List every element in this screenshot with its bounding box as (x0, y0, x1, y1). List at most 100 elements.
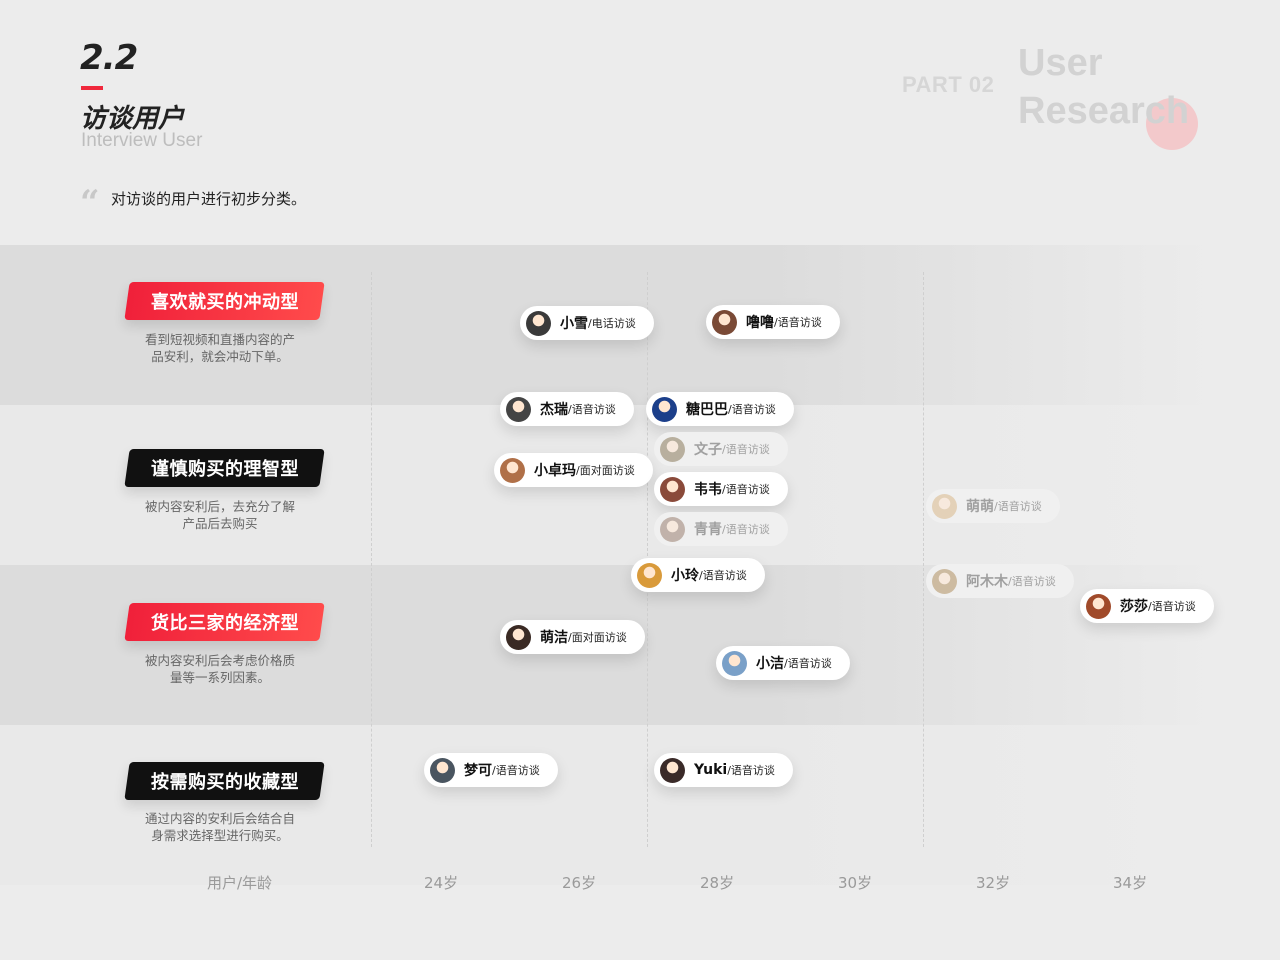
avatar (500, 457, 525, 483)
user-pill-xiaoling[interactable]: 小玲/语音访谈 (631, 558, 765, 592)
interview-mode: /电话访谈 (588, 317, 636, 330)
user-name: 小卓玛 (534, 463, 576, 479)
axis-tick: 32岁 (976, 874, 1011, 892)
avatar (430, 757, 455, 783)
user-name: 青青 (694, 522, 722, 538)
user-name: 萌萌 (966, 499, 994, 515)
interview-mode: /语音访谈 (722, 443, 770, 456)
desc-line: 被内容安利后，去充分了解 (144, 499, 295, 514)
avatar (660, 757, 685, 783)
desc-line: 品安利，就会冲动下单。 (151, 349, 289, 364)
user-name: 杰瑞 (540, 402, 568, 418)
interview-mode: /语音访谈 (994, 500, 1042, 513)
decorative-circle (1146, 98, 1198, 150)
avatar (526, 310, 551, 336)
category-desc-rational: 被内容安利后，去充分了解 产品后去购买 (130, 498, 310, 532)
interview-mode: /语音访谈 (1008, 575, 1056, 588)
avatar (660, 436, 685, 462)
accent-bar (81, 86, 103, 90)
user-pill-qingqing[interactable]: 青青/语音访谈 (654, 512, 788, 546)
desc-line: 身需求选择型进行购买。 (151, 828, 289, 843)
user-pill-xiaojie[interactable]: 小洁/语音访谈 (716, 646, 850, 680)
user-pill-mengjie[interactable]: 萌洁/面对面访谈 (500, 620, 645, 654)
avatar (506, 624, 531, 650)
user-name: 小洁 (756, 656, 784, 672)
avatar (660, 476, 685, 502)
interview-mode: /语音访谈 (728, 403, 776, 416)
avatar (506, 396, 531, 422)
category-tag-collector: 按需购买的收藏型 (124, 762, 325, 800)
axis-tick: 28岁 (700, 874, 735, 892)
interview-mode: /面对面访谈 (568, 631, 627, 644)
user-name: 韦韦 (694, 482, 722, 498)
desc-line: 通过内容的安利后会结合自 (144, 811, 295, 826)
page-title: 访谈用户 (80, 104, 185, 134)
user-pill-yuki[interactable]: Yuki/语音访谈 (654, 753, 793, 787)
interview-mode: /语音访谈 (774, 316, 822, 329)
axis-tick: 24岁 (424, 874, 459, 892)
user-name: 阿木木 (966, 574, 1008, 590)
research-title-line2: Research (1018, 90, 1190, 132)
desc-line: 量等一系列因素。 (169, 670, 270, 685)
avatar (712, 309, 737, 335)
avatar (660, 516, 685, 542)
user-pill-mengke[interactable]: 梦可/语音访谈 (424, 753, 558, 787)
interview-mode: /语音访谈 (1148, 600, 1196, 613)
quote-icon: “ (80, 183, 100, 223)
interview-mode: /语音访谈 (699, 569, 747, 582)
category-tag-rational: 谨慎购买的理智型 (124, 449, 325, 487)
section-number: 2.2 (80, 38, 138, 78)
user-pill-weiwei[interactable]: 韦韦/语音访谈 (654, 472, 788, 506)
user-pill-lulu[interactable]: 噜噜/语音访谈 (706, 305, 840, 339)
desc-line: 看到短视频和直播内容的产 (144, 332, 295, 347)
page-subtitle: Interview User (81, 130, 203, 151)
interview-mode: /语音访谈 (784, 657, 832, 670)
user-pill-amumu[interactable]: 阿木木/语音访谈 (926, 564, 1074, 598)
category-desc-collector: 通过内容的安利后会结合自 身需求选择型进行购买。 (130, 810, 310, 844)
interview-mode: /语音访谈 (727, 764, 775, 777)
user-name: 梦可 (464, 763, 492, 779)
interview-mode: /语音访谈 (492, 764, 540, 777)
user-pill-xiaozhuoma[interactable]: 小卓玛/面对面访谈 (494, 453, 653, 487)
category-desc-economic: 被内容安利后会考虑价格质 量等一系列因素。 (130, 652, 310, 686)
part-label: PART 02 (902, 72, 995, 97)
user-name: 小玲 (671, 568, 699, 584)
category-tag-impulse: 喜欢就买的冲动型 (124, 282, 325, 320)
interview-mode: /语音访谈 (568, 403, 616, 416)
category-label: 按需购买的收藏型 (150, 772, 299, 793)
desc-line: 被内容安利后会考虑价格质 (144, 653, 295, 668)
avatar (722, 650, 747, 676)
avatar (652, 396, 677, 422)
category-desc-impulse: 看到短视频和直播内容的产 品安利，就会冲动下单。 (130, 331, 310, 365)
category-tag-economic: 货比三家的经济型 (124, 603, 325, 641)
desc-line: 产品后去购买 (182, 516, 258, 531)
avatar (637, 562, 662, 588)
grid-line (923, 272, 924, 847)
axis-tick: 26岁 (562, 874, 597, 892)
axis-tick: 30岁 (838, 874, 873, 892)
axis-tick: 34岁 (1113, 874, 1148, 892)
user-name: 萌洁 (540, 630, 568, 646)
axis-title: 用户/年龄 (207, 874, 273, 892)
interview-mode: /语音访谈 (722, 483, 770, 496)
user-pill-xiaoxue[interactable]: 小雪/电话访谈 (520, 306, 654, 340)
user-pill-jierui[interactable]: 杰瑞/语音访谈 (500, 392, 634, 426)
interview-mode: /面对面访谈 (576, 464, 635, 477)
user-pill-wenzi[interactable]: 文子/语音访谈 (654, 432, 788, 466)
user-name: 噜噜 (746, 315, 774, 331)
user-name: 糖巴巴 (686, 402, 728, 418)
intro-text: 对访谈的用户进行初步分类。 (111, 190, 307, 208)
user-name: 文子 (694, 442, 722, 458)
avatar (1086, 593, 1111, 619)
user-pill-tangbaba[interactable]: 糖巴巴/语音访谈 (646, 392, 794, 426)
user-name: 莎莎 (1120, 599, 1148, 615)
grid-line (371, 272, 372, 847)
avatar (932, 493, 957, 519)
user-pill-shasha[interactable]: 莎莎/语音访谈 (1080, 589, 1214, 623)
category-label: 谨慎购买的理智型 (150, 459, 299, 480)
user-name: Yuki (694, 762, 728, 778)
avatar (932, 568, 957, 594)
user-pill-mengmeng[interactable]: 萌萌/语音访谈 (926, 489, 1060, 523)
research-title-line1: User (1018, 42, 1103, 84)
user-name: 小雪 (560, 316, 588, 332)
